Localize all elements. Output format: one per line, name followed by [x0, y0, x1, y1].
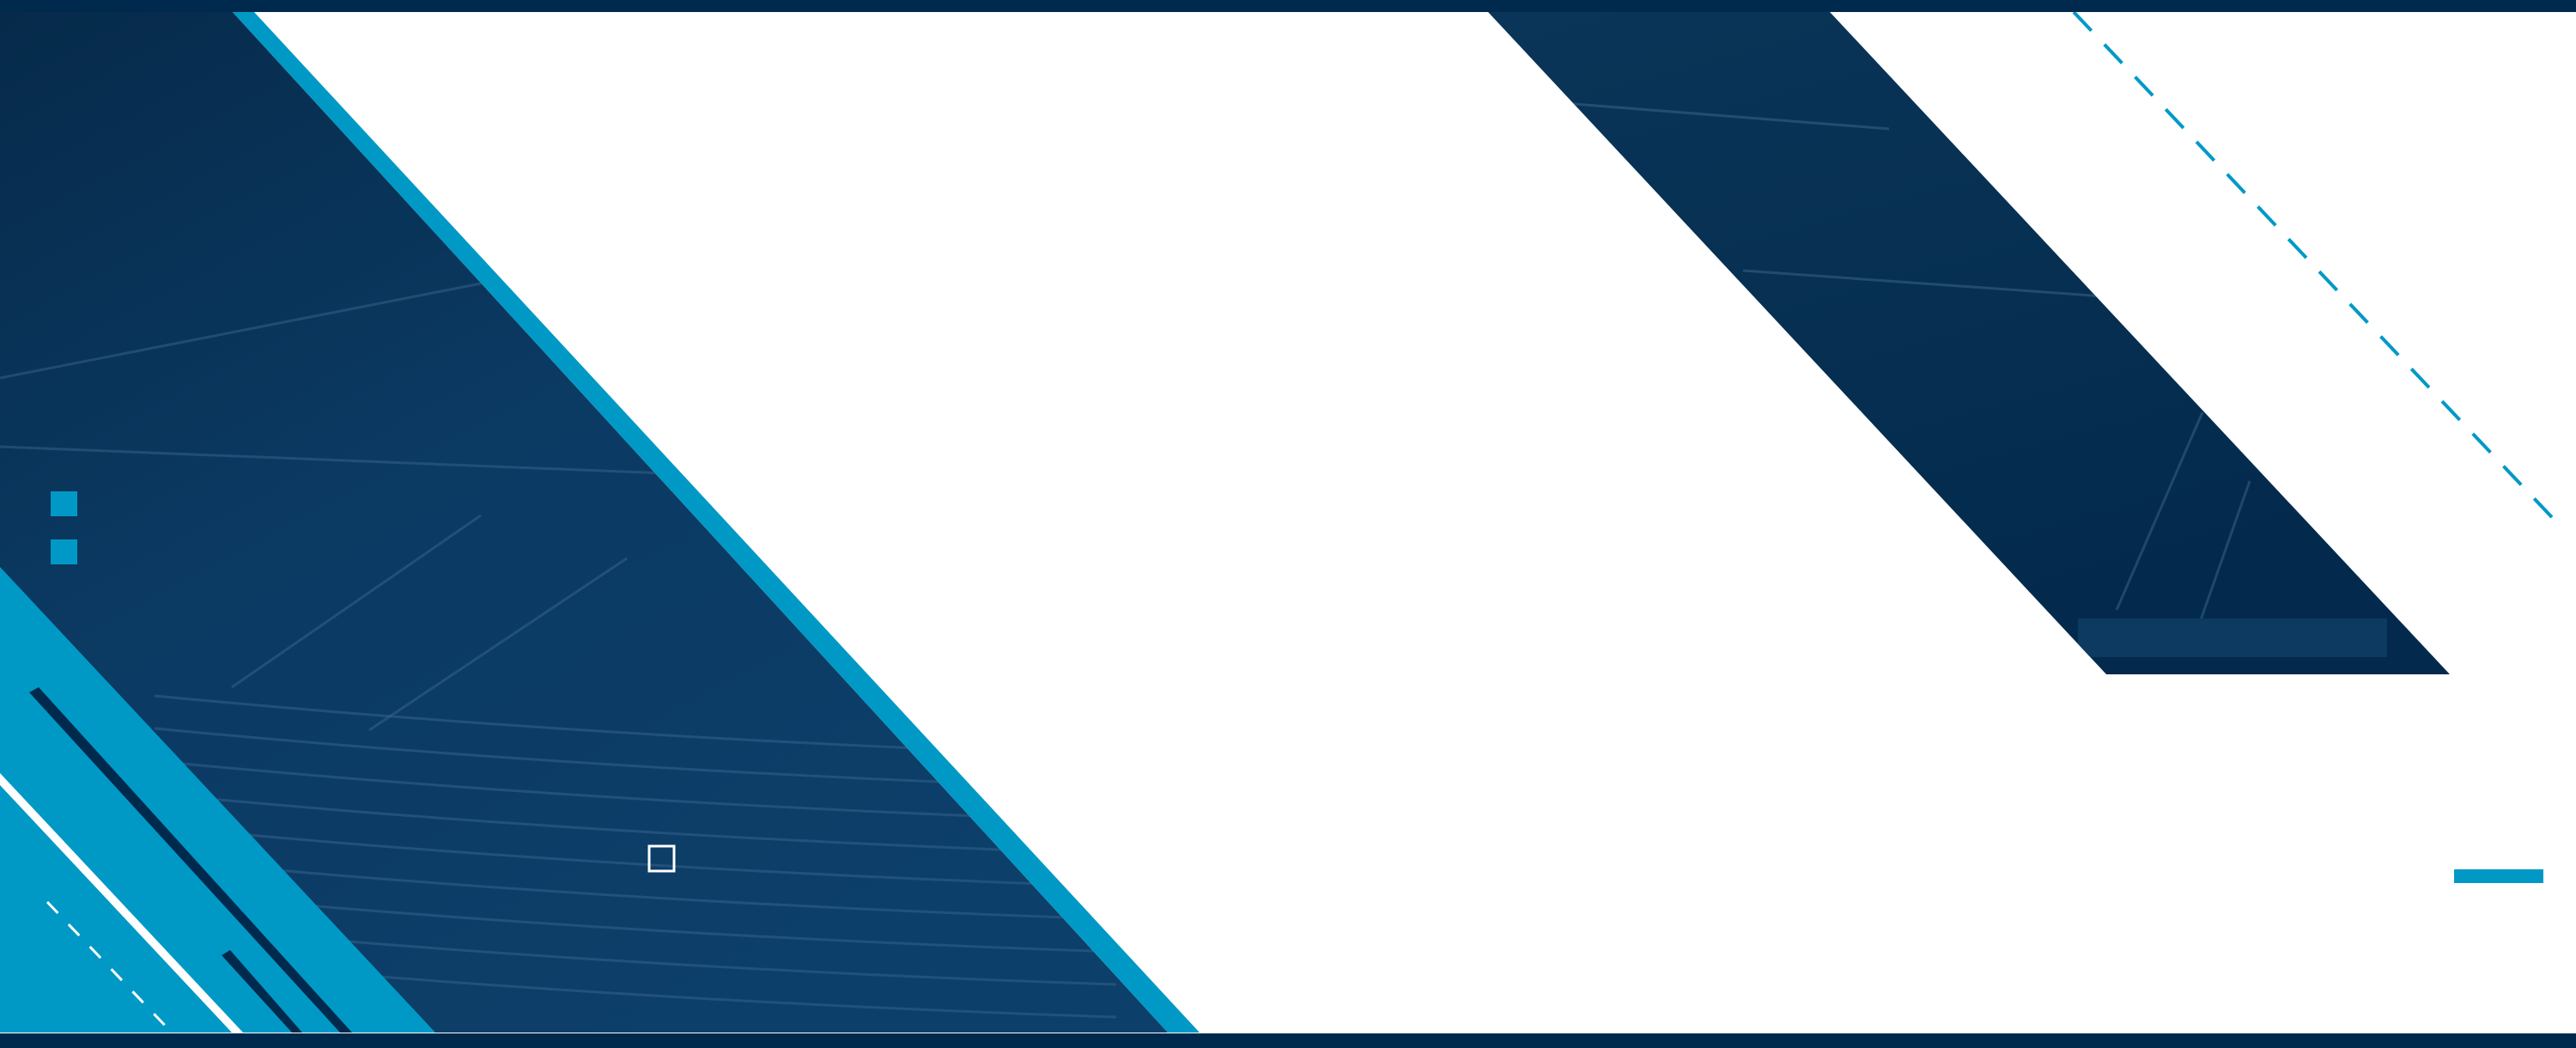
track-lane-line — [154, 857, 1117, 921]
accent-diagonal-stripe — [222, 0, 1200, 1033]
track-lane-line — [154, 825, 1117, 888]
accent-wedge — [0, 567, 435, 1034]
accent-bar — [2454, 869, 2543, 883]
accent-square — [51, 539, 77, 564]
field-marking-line — [231, 514, 482, 689]
accent-square — [51, 491, 77, 516]
track-lane-line — [154, 759, 1117, 823]
top-border-bar — [0, 0, 2576, 12]
bottom-border-bar — [0, 1033, 2576, 1048]
outline-square — [647, 844, 676, 873]
field-marking-line — [368, 557, 628, 732]
football-pitch-photo — [1488, 12, 2450, 674]
dashed-accent-line — [2072, 10, 2565, 531]
track-lane-line — [154, 792, 1117, 856]
field-marking-line — [0, 282, 482, 380]
